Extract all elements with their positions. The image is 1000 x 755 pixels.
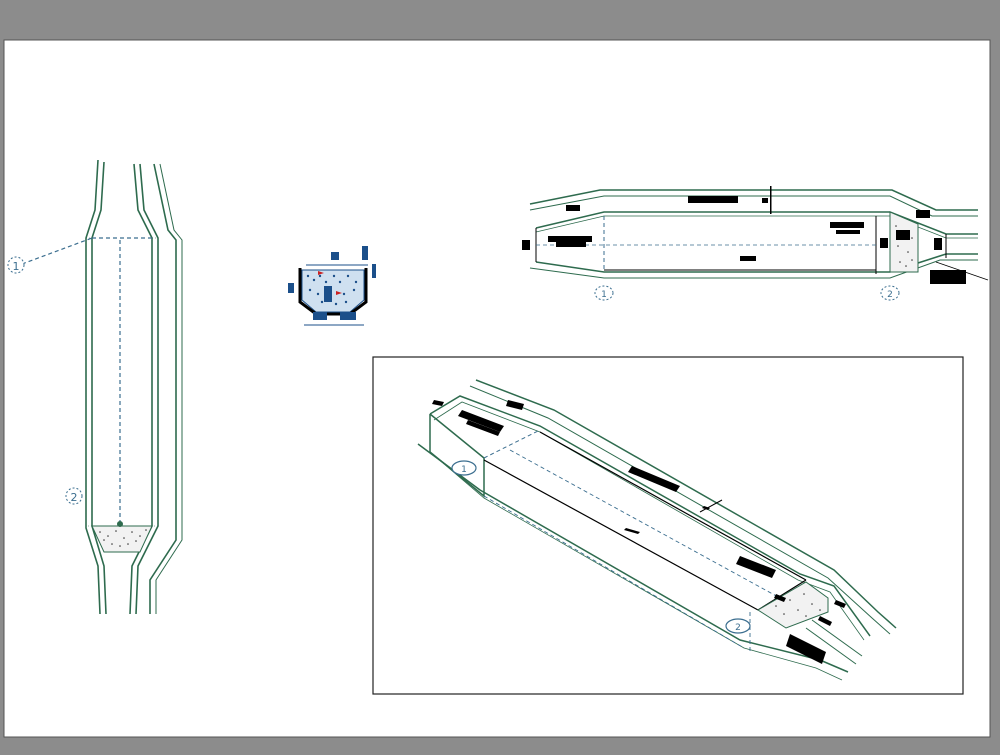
iso-annotation-blocks [432, 400, 846, 664]
long-lower-channel-2 [529, 259, 978, 279]
iso-outlet-2 [805, 627, 857, 665]
cross-section-detail [288, 246, 376, 326]
section-block-right-2 [372, 264, 376, 278]
long-callout-1[interactable]: 1 [594, 285, 614, 301]
plan-callout-1-label: 1 [13, 260, 20, 273]
section-block-top [331, 252, 339, 260]
section-core [324, 286, 332, 302]
iso-floor-far [539, 431, 807, 581]
section-block-right [362, 246, 368, 260]
iso-gravel-dots [775, 593, 821, 617]
long-callout-2[interactable]: 2 [880, 285, 900, 301]
plan-gravel-dots [99, 529, 147, 547]
iso-berm-top [475, 379, 897, 629]
long-top-inner-wall [529, 195, 978, 217]
iso-view-drawing [417, 379, 897, 681]
plan-left-outer-wall [85, 159, 101, 615]
iso-callout-1[interactable]: 1 [451, 460, 477, 476]
plan-wall-hatch-left [85, 237, 93, 527]
section-block-left [288, 283, 294, 293]
long-top-outer-wall [529, 189, 978, 211]
section-fill-dots [306, 274, 358, 306]
iso-callout-2[interactable]: 2 [725, 618, 751, 634]
plan-drain-point [117, 521, 123, 527]
iso-callout-1-label: 1 [461, 465, 467, 475]
section-footing-right [340, 312, 356, 320]
iso-gravel-fill [757, 581, 829, 629]
iso-floor-bottom [483, 495, 745, 649]
long-gravel-fill [889, 211, 919, 273]
section-red-marker-1 [318, 271, 324, 275]
plan-view-drawing [85, 159, 183, 615]
iso-callout-2-label: 2 [735, 623, 741, 633]
section-red-marker-2 [336, 291, 342, 295]
plan-far-right-wall [149, 163, 177, 614]
iso-left-box-top [483, 429, 541, 459]
plan-hidden-lines [21, 237, 152, 524]
iso-dim-line [699, 499, 723, 513]
plan-wall-hatch-right [151, 237, 159, 527]
long-annotation-blocks [522, 186, 966, 284]
iso-outlet-1 [811, 619, 863, 657]
iso-floor-center [509, 449, 781, 599]
long-callout-1-label: 1 [601, 290, 607, 300]
plan-callout-2[interactable]: 2 [65, 487, 83, 505]
plan-callout-2-label: 2 [71, 491, 78, 504]
plan-callout-1[interactable]: 1 [7, 256, 25, 274]
iso-channel-upper-2 [433, 401, 865, 641]
iso-channel-upper [429, 395, 871, 637]
iso-floor-near [483, 459, 759, 611]
iso-view-frame [372, 356, 964, 695]
long-callout-2-label: 2 [887, 290, 893, 300]
section-footing-left [313, 312, 327, 320]
plan-far-right-wall-2 [155, 163, 183, 614]
plan-gravel-fill [91, 525, 153, 553]
section-wall-outline [298, 268, 368, 316]
